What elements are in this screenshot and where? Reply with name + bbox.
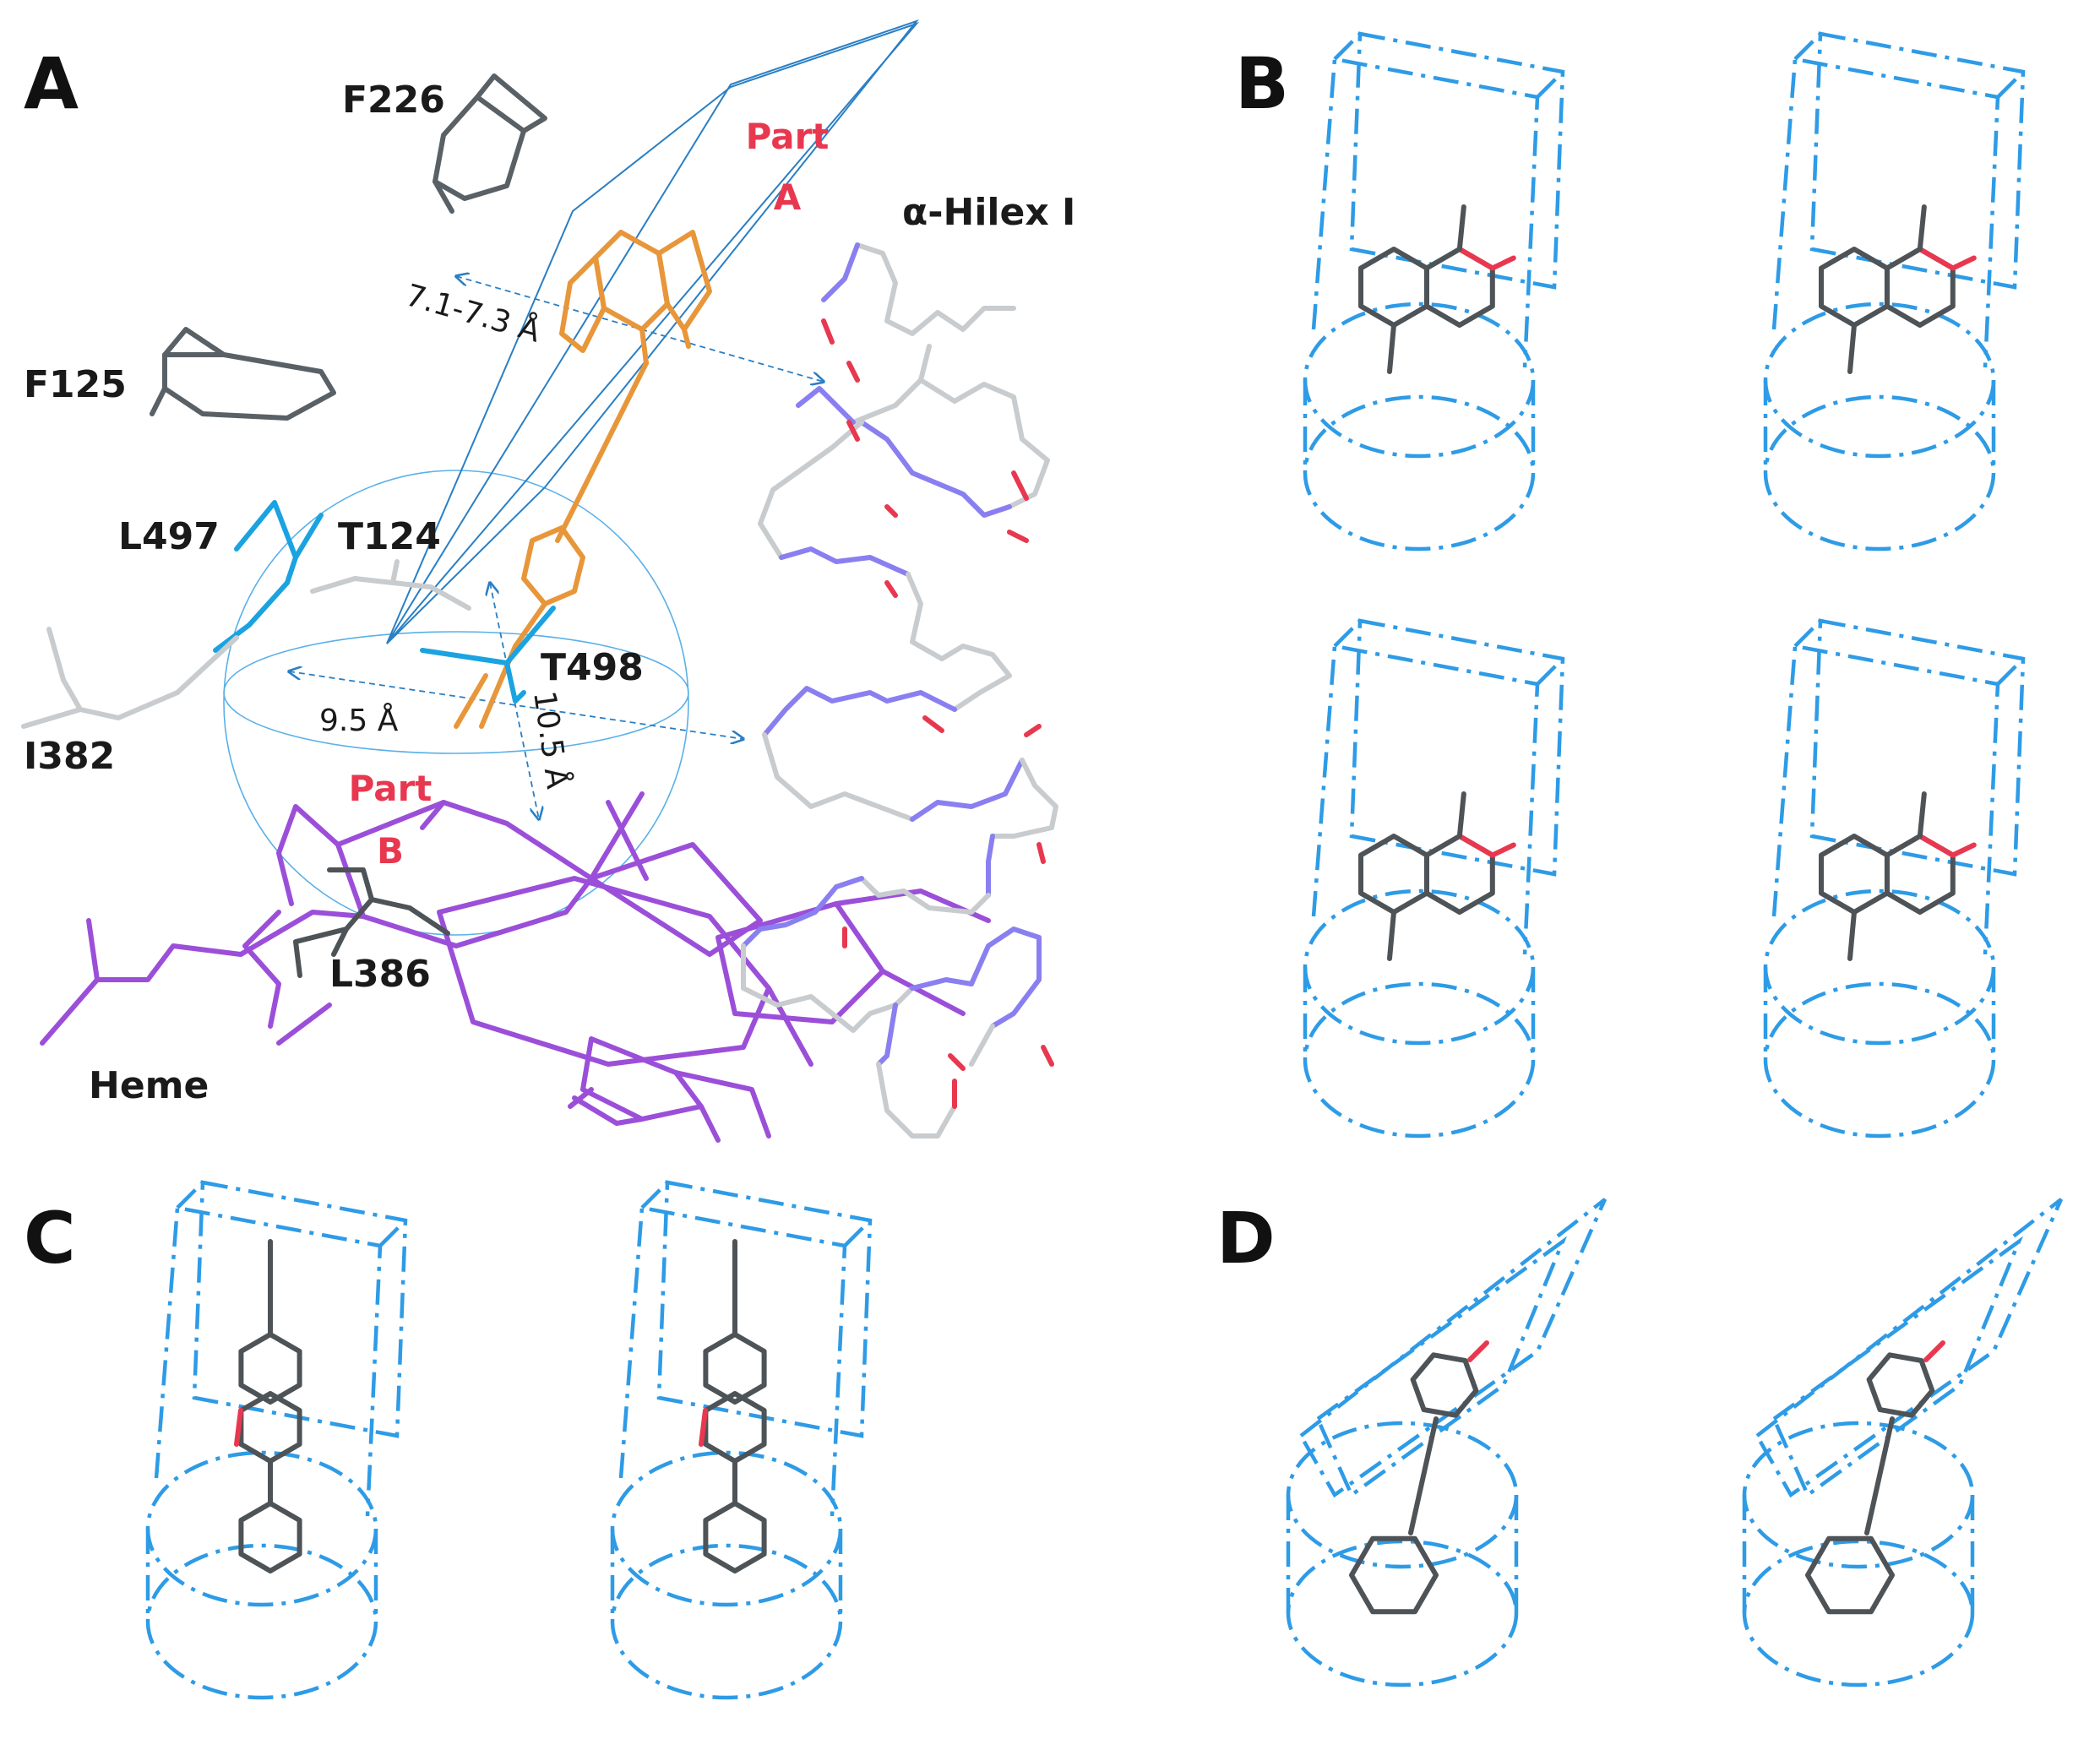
width-distance-arrow: [289, 671, 743, 739]
ligand-molecule: [454, 230, 712, 729]
panel-c-letter: C: [24, 1197, 76, 1280]
panel-d-letter: D: [1216, 1197, 1276, 1280]
label-f226: F226: [342, 79, 445, 122]
part-a-label-line2: A: [774, 177, 802, 218]
label-heme: Heme: [89, 1064, 209, 1107]
label-plane-distance: 7.1-7.3 Å: [402, 276, 545, 350]
plane-distance-arrow: [456, 276, 824, 382]
residue-l386: [293, 867, 450, 978]
label-width-distance: 9.5 Å: [319, 702, 399, 738]
label-l386: L386: [329, 953, 431, 996]
part-a-plane-back: [386, 21, 920, 644]
pharmacophore-b-model-1: [1303, 31, 1565, 552]
pharmacophore-c-model-1: [145, 1180, 408, 1700]
pharmacophore-b-model-4: [1763, 618, 2026, 1139]
panel-b: B: [1234, 41, 1290, 126]
pharmacophore-d-model-2: [1742, 1198, 2064, 1687]
pharmacophore-b-model-3: [1303, 618, 1565, 1139]
label-f125: F125: [24, 363, 127, 406]
panel-a-letter: A: [24, 42, 79, 125]
panel-d: D: [1216, 1196, 1276, 1280]
panel-a: A: [21, 19, 1075, 1143]
panel-b-letter: B: [1235, 42, 1289, 125]
residue-t498: [420, 606, 556, 704]
alpha-helix: [741, 242, 1058, 1139]
heme-molecule: [40, 791, 991, 1143]
residue-f125: [150, 327, 336, 421]
residue-f226: [433, 73, 547, 214]
part-b-label-line2: B: [377, 830, 404, 872]
part-b-label-line1: Part: [349, 768, 433, 809]
pharmacophore-d-model-1: [1286, 1198, 1608, 1687]
pharmacophore-models: [145, 31, 2064, 1700]
label-alpha-helix: α-Hilex I: [902, 191, 1075, 234]
label-i382: I382: [24, 735, 115, 778]
residue-l497: [213, 500, 324, 653]
pharmacophore-c-model-2: [610, 1180, 873, 1700]
label-t124: T124: [338, 515, 441, 558]
residue-t124: [310, 559, 471, 611]
label-depth-distance: 10.5 Å: [526, 688, 576, 791]
part-b-sphere: [223, 470, 689, 936]
pharmacophore-b-model-2: [1763, 31, 2026, 552]
part-a-label-line1: Part: [746, 116, 830, 157]
panel-c: C: [23, 1196, 77, 1280]
part-a-plane: [386, 19, 919, 644]
residue-i382: [21, 627, 239, 729]
label-t498: T498: [541, 646, 644, 689]
label-l497: L497: [118, 515, 220, 558]
